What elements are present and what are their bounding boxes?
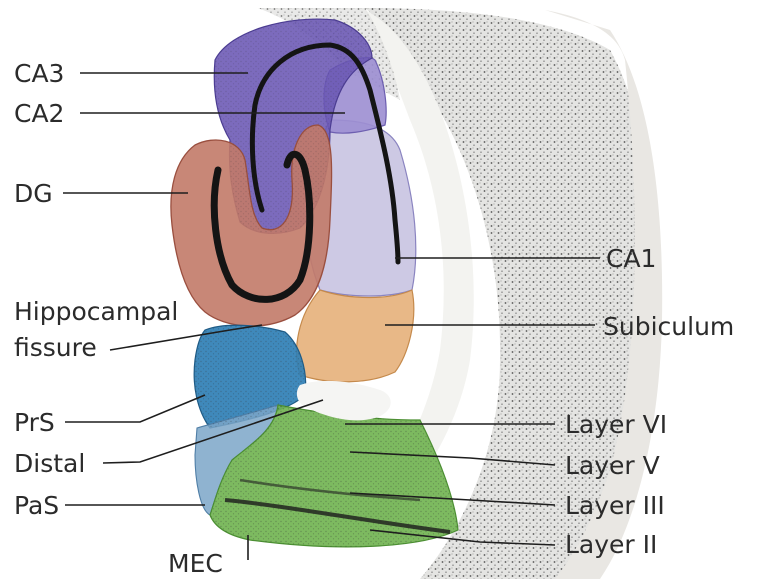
label-ca3: CA3 — [14, 59, 64, 88]
label-hippocampal: Hippocampal — [14, 297, 178, 326]
label-ca1: CA1 — [606, 244, 656, 273]
label-distal: Distal — [14, 449, 85, 478]
label-mec: MEC — [168, 549, 223, 578]
label-ca2: CA2 — [14, 99, 64, 128]
label-prs: PrS — [14, 408, 55, 437]
subiculum-region — [297, 290, 414, 382]
label-layer-ii: Layer II — [565, 530, 657, 559]
label-dg: DG — [14, 179, 53, 208]
leader-prs — [65, 395, 205, 422]
label-fissure: fissure — [14, 333, 97, 362]
label-subiculum: Subiculum — [603, 312, 734, 341]
label-layer-iii: Layer III — [565, 491, 665, 520]
label-layer-vi: Layer VI — [565, 410, 667, 439]
label-layer-v: Layer V — [565, 451, 660, 480]
label-pas: PaS — [14, 491, 59, 520]
